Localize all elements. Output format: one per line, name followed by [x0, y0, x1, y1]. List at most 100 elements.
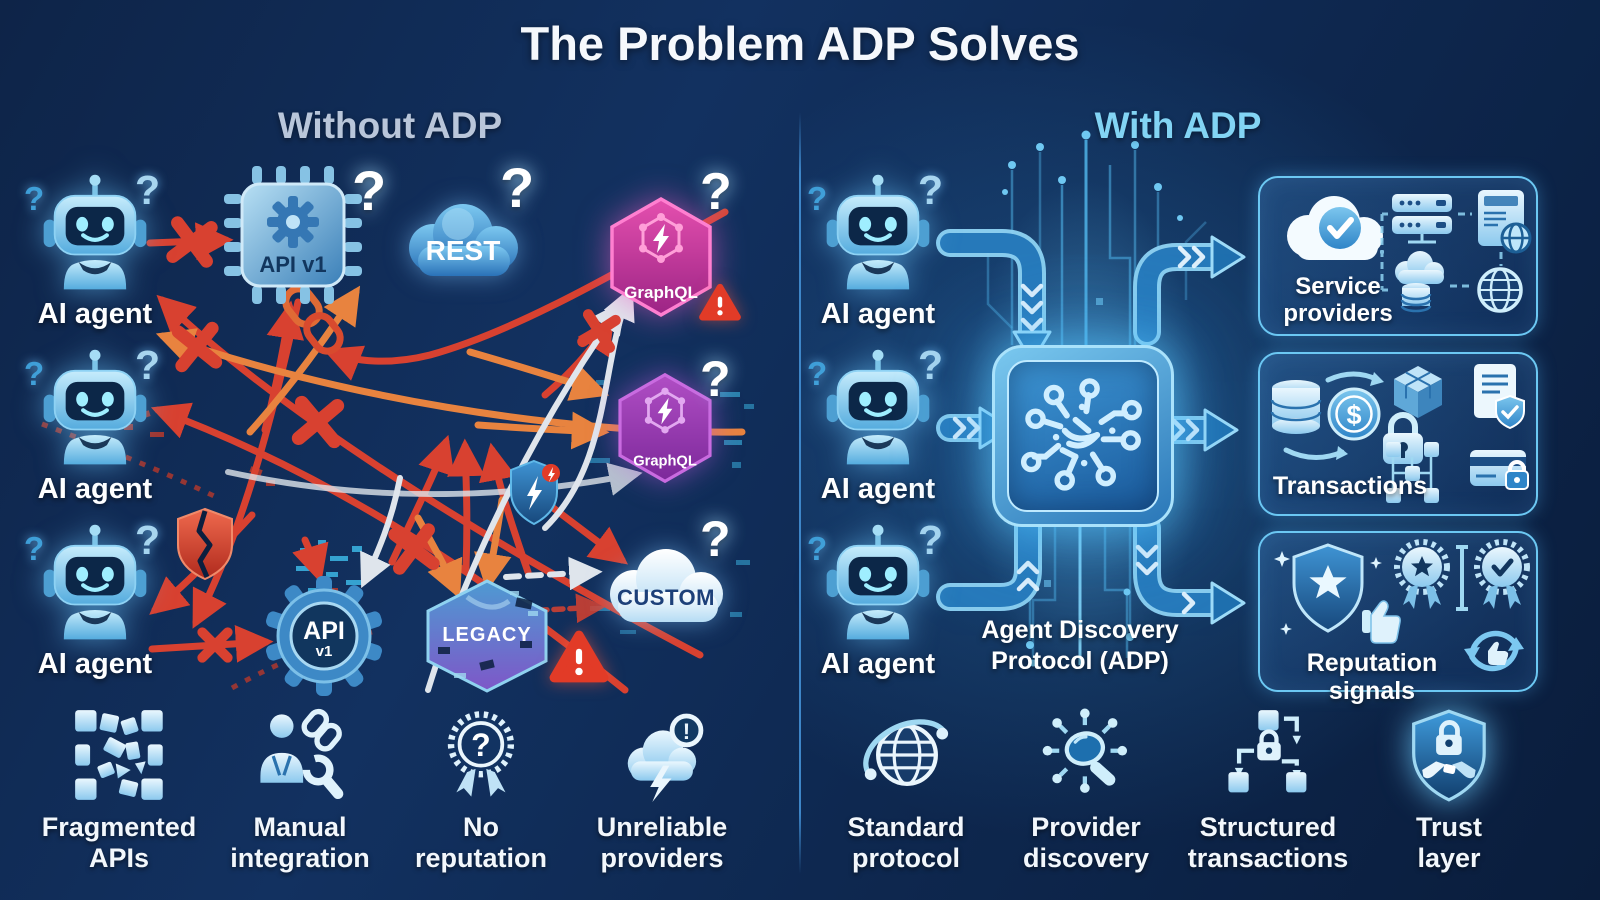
chip-icon: API v1: [224, 166, 362, 304]
robot-icon: [40, 347, 150, 468]
check-icon: [1327, 217, 1354, 239]
adp-network-icon: [1020, 378, 1142, 491]
broken-shield-icon: [177, 507, 233, 581]
benefit-label-line: Trust: [1415, 812, 1482, 842]
problem-label-line: reputation: [415, 842, 547, 873]
ai-agent: ? ? AI agent: [20, 167, 170, 331]
warning-icon: [698, 282, 742, 323]
question-mark-icon: ?: [700, 163, 732, 221]
panel-label: Transactions: [1272, 472, 1428, 500]
question-mark-icon: ?: [24, 530, 45, 567]
provider-discovery-icon: [1042, 708, 1128, 793]
problem-label-line: No: [463, 812, 499, 842]
svg-text:$: $: [1346, 400, 1361, 430]
monitor-globe-icon: [1478, 190, 1532, 254]
adp-chip: [992, 345, 1174, 527]
fragmented-apis-icon: [75, 710, 163, 800]
agent-label: AI agent: [37, 473, 153, 505]
ai-agent: ? ? AI agent: [803, 345, 953, 506]
question-mark-icon: ?: [134, 342, 160, 388]
benefit-provider-discovery: Provider discovery: [1000, 708, 1172, 873]
benefit-label-line: layer: [1417, 842, 1481, 873]
star-icon: [1309, 565, 1347, 599]
problem-label: Unreliable providers: [576, 812, 748, 873]
lock-shackle: [1439, 720, 1460, 736]
robot-icon: [823, 172, 933, 293]
shield-star-icon: [1274, 543, 1401, 644]
globe-icon: [1477, 267, 1523, 313]
benefit-structured-transactions: Structured transactions: [1182, 708, 1354, 873]
benefit-label: Standard protocol: [820, 812, 992, 873]
structured-transactions-icon: [1228, 710, 1307, 793]
panel-label: Reputation signals: [1306, 649, 1438, 705]
benefit-label-line: protocol: [852, 842, 960, 873]
with-adp-heading: With ADP: [1094, 105, 1262, 146]
agent-label: AI agent: [820, 473, 936, 505]
graphql-label: GraphQL: [624, 283, 698, 302]
legacy-node: LEGACY: [420, 577, 554, 695]
check-icon: [1501, 405, 1519, 420]
page-title: The Problem ADP Solves: [520, 17, 1080, 70]
connector-line: [1456, 545, 1468, 611]
ai-agent: ? ? AI agent: [20, 342, 170, 506]
ai-agent: ? ? AI agent: [803, 167, 953, 331]
api-gear-node: API v1: [258, 570, 390, 702]
chain-icon: [301, 708, 342, 752]
panel-service-providers: Service providers: [1258, 176, 1538, 336]
card-lock-icon: [1470, 450, 1529, 490]
agent-label: AI agent: [820, 648, 936, 680]
question-mark-icon: ?: [134, 167, 160, 213]
thumbs-up-icon: [1362, 600, 1401, 644]
benefit-label-line: transactions: [1187, 842, 1349, 873]
benefit-label-line: Provider: [1031, 812, 1141, 842]
exclamation-icon: !: [683, 719, 690, 744]
without-adp-heading: Without ADP: [277, 105, 503, 146]
sparkle-icons: [1274, 551, 1382, 635]
trust-layer-icon: [1412, 709, 1486, 802]
exchange-arrow: [1283, 447, 1345, 460]
no-reputation-icon: ?: [447, 711, 515, 797]
panel-transactions: $ Transactions: [1258, 352, 1538, 516]
reputation-icons: [1394, 539, 1530, 672]
problem-label-line: Manual: [253, 812, 347, 842]
problem-label-line: providers: [600, 842, 724, 873]
dollar-coin-icon: $: [1327, 387, 1381, 441]
problem-label-line: Unreliable: [596, 812, 728, 842]
magnifier-handle: [1090, 761, 1116, 786]
benefit-label: Provider discovery: [1000, 812, 1172, 873]
wrench-icon: [302, 754, 344, 800]
lightning-icon: [650, 765, 672, 802]
problem-label-line: APIs: [88, 842, 150, 873]
question-mark-icon: ?: [807, 180, 828, 217]
legacy-label: LEGACY: [442, 624, 532, 646]
adp-label: Agent Discovery Protocol (ADP): [925, 615, 1235, 676]
center-divider: [799, 112, 801, 874]
question-mark-icon: ?: [24, 180, 45, 217]
graphql-label: GraphQL: [633, 454, 697, 470]
question-mark-icon: ?: [24, 355, 45, 392]
service-provider-icons: [1380, 190, 1532, 313]
security-shield-icon: [510, 459, 560, 526]
benefit-standard-protocol: Standard protocol: [820, 708, 992, 873]
agent-label: AI agent: [37, 298, 153, 330]
question-mark-icon: ?: [700, 511, 731, 567]
question-mark-icon: ?: [352, 159, 387, 222]
network-blocks-icon: [1386, 442, 1439, 503]
question-mark-icon: ?: [500, 156, 535, 219]
api-gear-label: API: [303, 617, 345, 645]
benefit-label: Trust layer: [1363, 812, 1535, 873]
api-gear-version: v1: [315, 643, 333, 660]
question-mark-icon: ?: [917, 167, 943, 213]
robot-icon: [823, 522, 933, 643]
manual-integration-icon: [260, 708, 344, 800]
cloud-check-icon: [1287, 196, 1383, 260]
panel-reputation-signals: Reputation signals: [1258, 531, 1538, 705]
benefit-label-line: Structured: [1199, 812, 1337, 842]
robot-icon: [40, 522, 150, 643]
cube-icon: [1394, 366, 1442, 418]
ai-agent: ? ? AI agent: [20, 520, 170, 681]
exchange-arrow: [1325, 371, 1381, 383]
check-icon: [1491, 558, 1514, 577]
benefit-label-line: discovery: [1022, 842, 1150, 873]
